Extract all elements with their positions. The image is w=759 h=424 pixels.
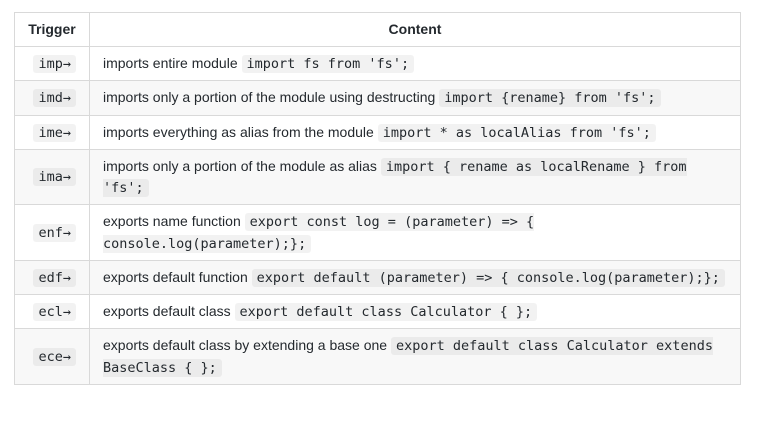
- content-text: imports only a portion of the module usi…: [103, 89, 440, 106]
- inline-code: export default (parameter) => { console.…: [251, 268, 725, 287]
- trigger-cell: edf→: [14, 259, 90, 296]
- inline-code: import fs from 'fs';: [241, 55, 415, 73]
- trigger-cell: enf→: [14, 204, 90, 261]
- table-row: edf→ exports default function export defa…: [14, 259, 741, 296]
- table-row: enf→ exports name function export const l…: [14, 204, 741, 261]
- content-text: imports everything as alias from the mod…: [103, 123, 378, 140]
- inline-code: import {rename} from 'fs';: [439, 89, 661, 108]
- content-cell: exports default class by extending a bas…: [89, 328, 741, 385]
- trigger-code: ima→: [33, 168, 76, 187]
- content-text: exports default class by extending a bas…: [103, 337, 391, 354]
- table-row: imp→ imports entire module import fs from…: [14, 45, 741, 82]
- trigger-cell: ecl→: [14, 293, 90, 330]
- content-text: exports default class: [103, 303, 235, 319]
- trigger-cell: ece→: [14, 328, 90, 385]
- content-cell: exports default function export default …: [89, 259, 741, 296]
- trigger-cell: ima→: [14, 148, 90, 206]
- content-cell: exports name function export const log =…: [89, 204, 741, 261]
- page: Trigger Content imp→ imports entire modul…: [14, 12, 741, 385]
- trigger-code: ecl→: [33, 303, 76, 321]
- header-row: Trigger Content: [14, 12, 741, 47]
- table-row: ecl→ exports default class export default…: [14, 293, 741, 330]
- content-text: exports name function: [103, 213, 245, 230]
- trigger-cell: ime→: [14, 114, 90, 150]
- trigger-code: enf→: [33, 223, 76, 242]
- table-row: ima→ imports only a portion of the module…: [14, 148, 741, 206]
- content-text: imports only a portion of the module as …: [103, 157, 381, 174]
- content-cell: imports everything as alias from the mod…: [89, 114, 741, 150]
- column-header-content: Content: [89, 12, 741, 47]
- content-text: imports entire module: [103, 55, 242, 71]
- snippets-table: Trigger Content imp→ imports entire modul…: [14, 12, 741, 385]
- table-row: imd→ imports only a portion of the module…: [14, 80, 741, 116]
- trigger-code: imd→: [33, 89, 76, 108]
- content-cell: imports only a portion of the module as …: [89, 148, 741, 206]
- inline-code: export default class Calculator { };: [234, 303, 538, 321]
- table-row: ime→ imports everything as alias from the…: [14, 114, 741, 150]
- trigger-code: ime→: [33, 123, 76, 142]
- trigger-cell: imd→: [14, 80, 90, 116]
- trigger-code: edf→: [33, 268, 76, 287]
- table-header: Trigger Content: [14, 12, 741, 47]
- table-row: ece→ exports default class by extending a…: [14, 328, 741, 385]
- trigger-cell: imp→: [14, 45, 90, 82]
- trigger-code: imp→: [33, 55, 76, 73]
- column-header-trigger: Trigger: [14, 12, 90, 47]
- content-cell: exports default class export default cla…: [89, 293, 741, 330]
- content-cell: imports only a portion of the module usi…: [89, 80, 741, 116]
- snippets-table-body: imp→ imports entire module import fs from…: [14, 45, 741, 385]
- inline-code: import * as localAlias from 'fs';: [377, 123, 656, 142]
- trigger-code: ece→: [33, 347, 76, 366]
- content-cell: imports entire module import fs from 'fs…: [89, 45, 741, 82]
- content-text: exports default function: [103, 268, 252, 285]
